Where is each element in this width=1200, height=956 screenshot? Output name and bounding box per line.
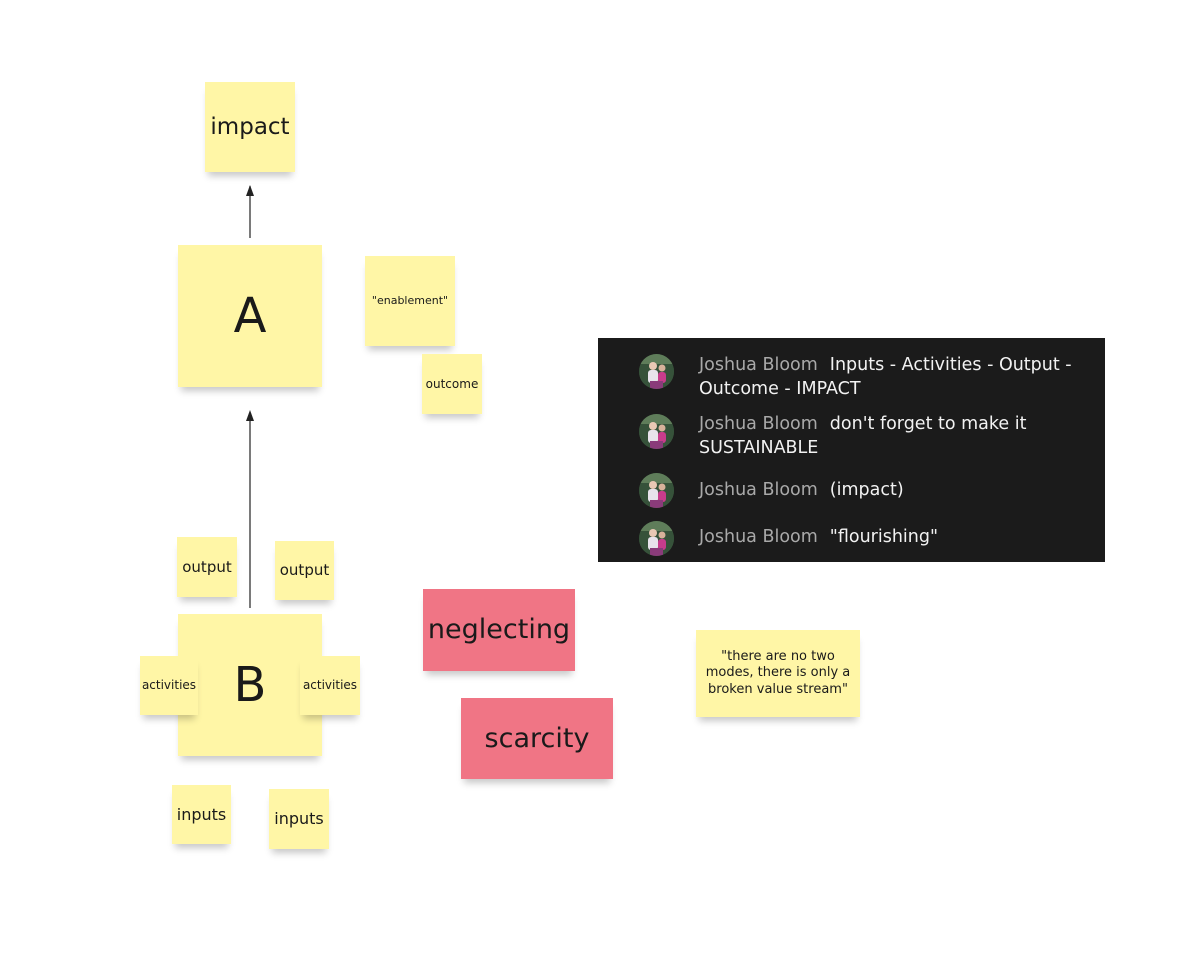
sticky-b-text: B — [233, 657, 267, 713]
avatar — [639, 414, 674, 449]
avatar-photo-icon — [639, 414, 674, 449]
sticky-inputs-2[interactable]: inputs — [269, 789, 329, 849]
sticky-activities-right-text: activities — [302, 678, 358, 692]
avatar — [639, 354, 674, 389]
sticky-output-2-text: output — [279, 561, 330, 580]
sticky-value-stream-quote-text: "there are no two modes, there is only a… — [705, 649, 851, 697]
sticky-output-1-text: output — [182, 557, 232, 576]
sticky-activities-right[interactable]: activities — [300, 656, 360, 715]
sticky-b[interactable]: B — [178, 614, 322, 756]
sticky-impact-text: impact — [210, 113, 290, 140]
avatar-photo-icon — [639, 354, 674, 389]
chat-message-body: Inputs - Activities - Output - Outcome -… — [699, 355, 1072, 399]
sticky-neglecting-text: neglecting — [427, 614, 571, 646]
chat-message: Joshua Bloom (impact) — [598, 472, 1105, 532]
avatar-photo-icon — [639, 473, 674, 508]
sticky-enablement[interactable]: "enablement" — [365, 256, 455, 346]
sticky-outcome-text: outcome — [425, 376, 479, 391]
chat-message-body: (impact) — [829, 480, 904, 500]
sticky-activities-left[interactable]: activities — [140, 656, 198, 715]
sticky-value-stream-quote[interactable]: "there are no two modes, there is only a… — [696, 630, 860, 717]
arrowhead-b-to-a — [246, 410, 254, 421]
sticky-a-text: A — [233, 288, 267, 344]
sticky-output-2[interactable]: output — [275, 541, 334, 600]
chat-message-text: Joshua Bloom (impact) — [699, 478, 1084, 502]
chat-author: Joshua Bloom — [699, 480, 818, 500]
chat-author: Joshua Bloom — [699, 414, 818, 434]
avatar-photo-icon — [639, 521, 674, 556]
arrowhead-a-to-impact — [246, 185, 254, 196]
sticky-inputs-2-text: inputs — [274, 809, 324, 828]
chat-message-body: don't forget to make it SUSTAINABLE — [699, 414, 1027, 458]
chat-author: Joshua Bloom — [699, 355, 818, 375]
sticky-impact[interactable]: impact — [205, 82, 295, 172]
sticky-scarcity[interactable]: scarcity — [461, 698, 613, 779]
sticky-activities-left-text: activities — [141, 678, 197, 692]
chat-message-text: Joshua Bloom "flourishing" — [699, 525, 1084, 549]
sticky-neglecting[interactable]: neglecting — [423, 589, 575, 671]
sticky-outcome[interactable]: outcome — [422, 354, 482, 414]
sticky-enablement-text: "enablement" — [371, 294, 449, 308]
avatar — [639, 473, 674, 508]
chat-message-body: "flourishing" — [829, 527, 939, 547]
sticky-inputs-1[interactable]: inputs — [172, 785, 231, 844]
sticky-a[interactable]: A — [178, 245, 322, 387]
chat-message: Joshua Bloom "flourishing" — [598, 520, 1105, 562]
avatar — [639, 521, 674, 556]
sticky-inputs-1-text: inputs — [176, 804, 227, 824]
sticky-output-1[interactable]: output — [177, 537, 237, 597]
chat-author: Joshua Bloom — [699, 527, 818, 547]
sticky-scarcity-text: scarcity — [484, 722, 590, 754]
